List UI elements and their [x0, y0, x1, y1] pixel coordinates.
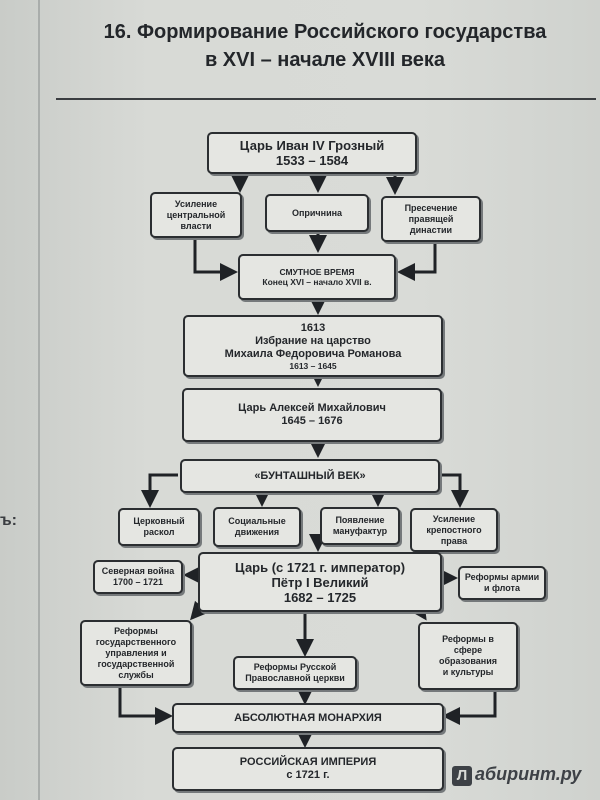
node-text: крепостного [426, 524, 482, 535]
node-text: 1682 – 1725 [283, 589, 357, 605]
heading-line-2: в XVI – начале XVIII века [204, 49, 446, 71]
node-text: управления и [105, 647, 167, 658]
node-text: 1613 – 1645 [289, 360, 337, 371]
node-text: образования [438, 656, 498, 666]
node-empire: РОССИЙСКАЯ ИМПЕРИЯ с 1721 г. [172, 747, 444, 791]
node-text: с 1721 г. [286, 769, 330, 781]
node-northern-war: Северная война 1700 – 1721 [93, 560, 183, 594]
page-margin-line [38, 0, 40, 800]
node-central-power: Усиление центральной власти [150, 192, 242, 238]
node-text: и флота [484, 583, 520, 593]
node-oprichnina: Опричнина [265, 194, 369, 232]
node-text: Реформы [114, 625, 158, 636]
node-text: династии [409, 224, 453, 235]
node-text: Усиление [174, 198, 218, 209]
node-text: мануфактур [332, 526, 388, 536]
node-text: 1645 – 1676 [281, 415, 343, 427]
node-dynasty-end: Пресечение правящей династии [381, 196, 481, 242]
node-text: Пётр I Великий [271, 574, 369, 590]
node-text: «БУНТАШНЫЙ ВЕК» [254, 469, 366, 482]
node-text: раскол [143, 527, 175, 537]
arrow-education-absolutism [442, 690, 497, 725]
node-troubles: СМУТНОЕ ВРЕМЯ Конец XVI – начало XVII в. [238, 254, 396, 300]
heading-rule [56, 98, 596, 100]
node-text: Церковный [133, 516, 185, 526]
node-romanov: 1613 Избрание на царство Михаила Федоров… [183, 315, 443, 377]
node-text: АБСОЛЮТНАЯ МОНАРХИЯ [234, 711, 382, 724]
node-text: 1700 – 1721 [112, 577, 164, 587]
node-ivan-title: Царь Иван IV Грозный [239, 138, 385, 153]
heading-line-1: 16. Формирование Российского государства [103, 21, 547, 43]
node-text: 1613 [300, 321, 326, 334]
node-text: сфере [453, 645, 483, 655]
node-text: Пресечение [404, 202, 458, 213]
node-text: Северная война [101, 566, 175, 576]
node-state-reforms: Реформы государственного управления и го… [80, 620, 192, 686]
node-church-reforms: Реформы Русской Православной церкви [233, 656, 357, 690]
node-text: Опричнина [291, 207, 343, 218]
margin-note: ъ: [0, 512, 17, 529]
node-text: и культуры [442, 667, 494, 677]
node-text: службы [118, 669, 154, 680]
node-text: государственного [95, 636, 177, 647]
node-absolutism: АБСОЛЮТНАЯ МОНАРХИЯ [172, 703, 444, 733]
node-text: Православной церкви [245, 673, 345, 683]
node-peter: Царь (с 1721 г. император) Пётр I Велики… [198, 552, 442, 612]
node-text: Реформы Русской [253, 662, 337, 672]
node-rebel-age: «БУНТАШНЫЙ ВЕК» [180, 459, 440, 493]
node-text: РОССИЙСКАЯ ИМПЕРИЯ [239, 756, 377, 768]
node-manufactures: Появление мануфактур [320, 507, 400, 545]
node-text: Конец XVI – начало XVII в. [262, 277, 372, 287]
node-text: правящей [408, 213, 454, 224]
node-text: Избрание на царство [255, 334, 371, 347]
node-ivan: Царь Иван IV Грозный 1533 – 1584 [207, 132, 417, 174]
node-text: движения [234, 527, 280, 537]
arrow-rebel-schism [141, 473, 178, 508]
watermark-logo-icon: Л [452, 766, 472, 786]
node-text: Усиление [432, 513, 476, 524]
node-social: Социальные движения [213, 507, 301, 547]
node-text: СМУТНОЕ ВРЕМЯ [279, 267, 355, 277]
arrow-state-absolutism [118, 686, 173, 725]
arrow-dynasty-troubles [397, 240, 437, 281]
node-alexei: Царь Алексей Михайлович 1645 – 1676 [182, 388, 442, 442]
node-text: Появление [335, 515, 385, 525]
node-schism: Церковный раскол [118, 508, 200, 546]
node-text: государственной [97, 658, 175, 669]
arrow-rebel-serfdom [440, 473, 469, 508]
node-serfdom: Усиление крепостного права [410, 508, 498, 552]
node-text: Царь Алексей Михайлович [238, 402, 386, 414]
watermark-text: абиринт.ру [475, 764, 582, 784]
node-text: центральной [166, 209, 226, 220]
node-army-reforms: Реформы армии и флота [458, 566, 546, 600]
node-education-reforms: Реформы в сфере образования и культуры [418, 622, 518, 690]
node-text: Михаила Федоровича Романова [224, 347, 402, 360]
node-ivan-years: 1533 – 1584 [275, 153, 349, 168]
node-text: Реформы в [442, 634, 494, 644]
node-text: права [440, 535, 468, 546]
node-text: Социальные [228, 516, 286, 526]
node-text: власти [180, 220, 212, 231]
node-text: Реформы армии [464, 572, 540, 582]
node-text: Царь (с 1721 г. император) [234, 559, 406, 575]
arrow-central-troubles [193, 236, 238, 281]
page-heading: 16. Формирование Российского государства… [60, 18, 590, 74]
